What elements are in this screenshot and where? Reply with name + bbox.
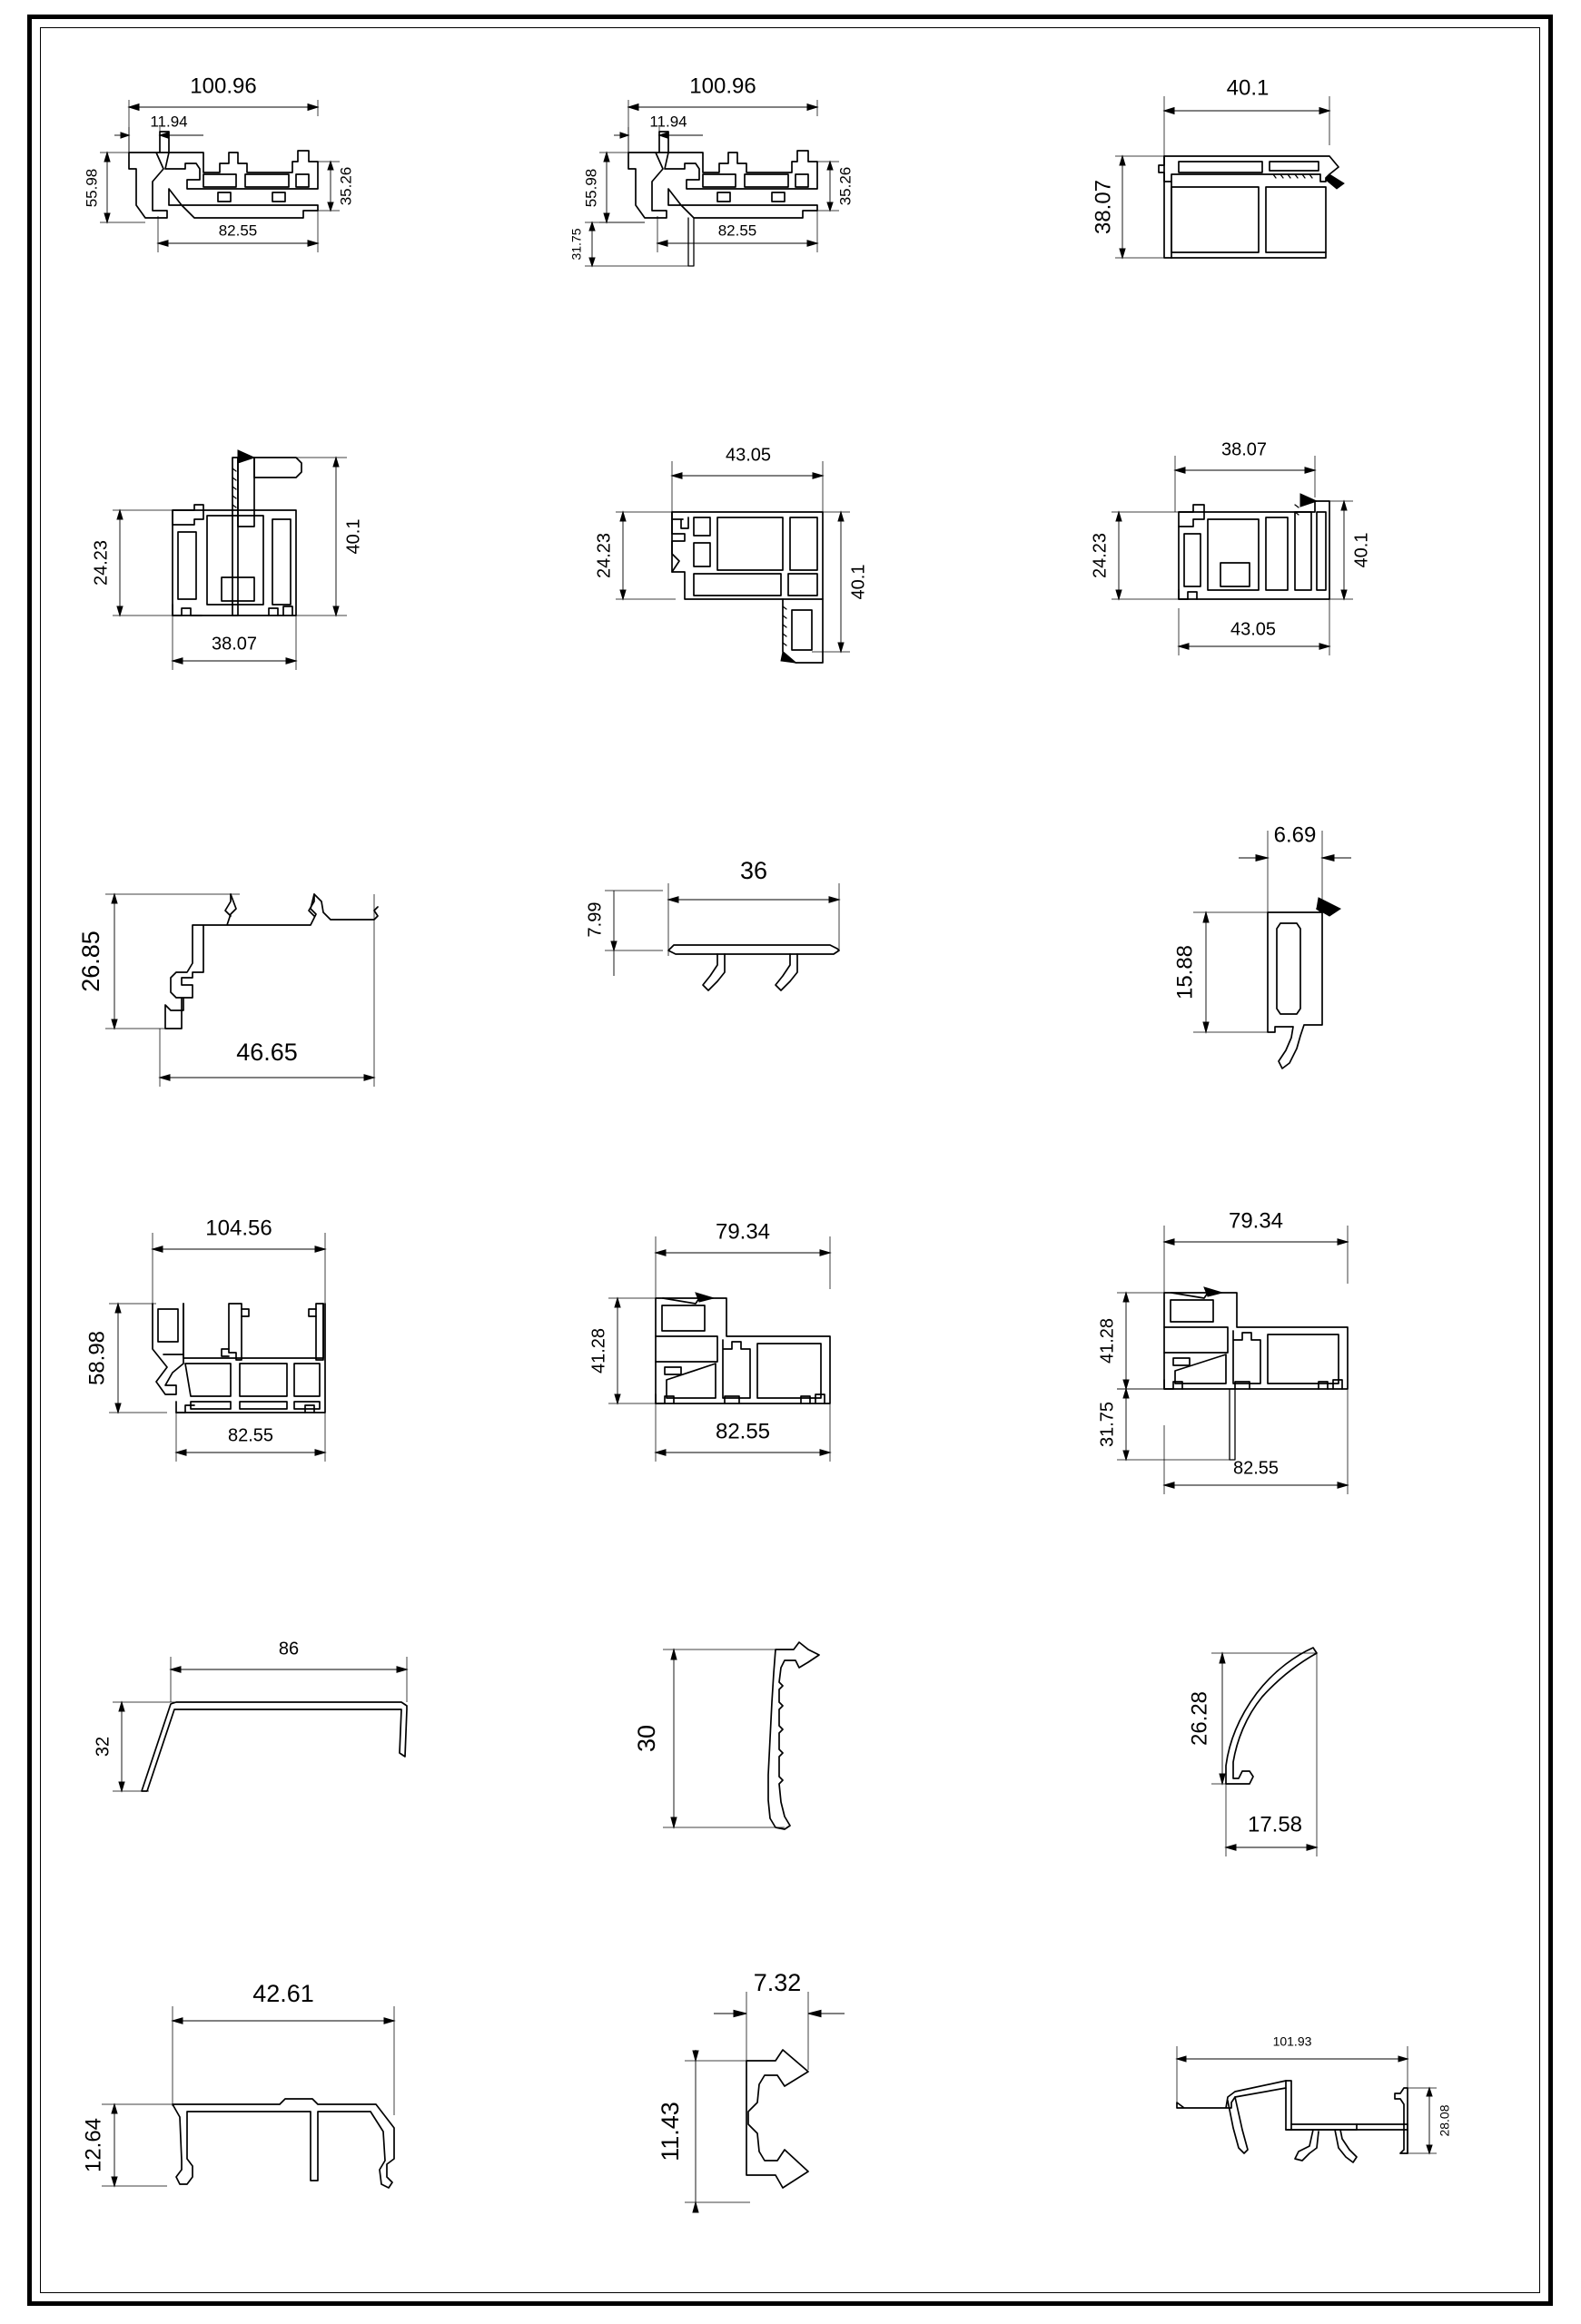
profile-outline: [667, 944, 840, 991]
dim-label: 82.55: [718, 222, 757, 239]
dim-label: 42.61: [252, 1980, 314, 2007]
profile-cell-p04[interactable]: 24.23 40.1 38.07: [58, 418, 530, 763]
profile-outline: [1178, 493, 1330, 600]
profile-cell-p15[interactable]: 26.28 17.58: [1057, 1602, 1529, 1947]
profile-cell-p08[interactable]: 7.99 36: [558, 803, 1030, 1148]
profile-outline: [164, 893, 379, 1029]
dim-label: 43.05: [726, 445, 771, 465]
dim-label: 38.07: [212, 634, 257, 654]
profile-outline: [1267, 897, 1341, 1069]
dim-label: 86: [279, 1639, 299, 1659]
profile-cell-p07[interactable]: 26.85 46.65: [58, 803, 530, 1148]
dim-label: 24.23: [594, 533, 614, 578]
dim-label: 26.85: [77, 931, 104, 992]
profile-outline: [1176, 2080, 1408, 2163]
dim-label: 46.65: [236, 1039, 298, 1066]
dim-label: 7.99: [585, 902, 605, 938]
dim-label: 12.64: [81, 2118, 105, 2172]
dim-label: 11.43: [657, 2102, 684, 2162]
dim-label: 17.58: [1248, 1812, 1302, 1837]
profile-cell-p10[interactable]: 104.56 58.98 82.55: [58, 1189, 530, 1552]
dim-label: 43.05: [1230, 619, 1276, 639]
dim-label: 35.26: [337, 167, 354, 206]
dim-label: 100.96: [190, 74, 256, 98]
dim-label: 40.1: [1227, 75, 1270, 100]
dim-label: 82.55: [219, 222, 258, 239]
profile-cell-p12[interactable]: 79.34 41.28 31.75 82.55: [1057, 1189, 1529, 1552]
dim-label: 82.55: [228, 1425, 273, 1445]
profile-cell-p14[interactable]: 30: [558, 1602, 1030, 1947]
dim-label: 38.07: [1221, 439, 1267, 459]
dim-label: 7.32: [754, 1969, 802, 1996]
dim-label: 28.08: [1438, 2104, 1452, 2136]
profile-cell-p18[interactable]: 101.93 28.08: [1057, 1943, 1529, 2288]
dim-label: 82.55: [716, 1419, 770, 1443]
dim-label: 55.98: [83, 169, 100, 208]
profile-outline: [671, 511, 824, 664]
profile-outline: [1158, 155, 1345, 259]
dim-label: 101.93: [1273, 2034, 1312, 2049]
dim-label: 55.98: [582, 169, 599, 208]
dim-label: 26.28: [1187, 1691, 1211, 1746]
dim-label: 41.28: [1097, 1318, 1117, 1364]
sheet-border-outer: [27, 15, 1553, 2306]
dim-label: 38.07: [1091, 180, 1115, 234]
profile-outline: [141, 1701, 408, 1792]
dim-label: 40.1: [1351, 533, 1371, 568]
sheet-border-inner: [40, 27, 1540, 2293]
profile-cell-p17[interactable]: 7.32 11.43: [558, 1943, 1030, 2288]
dim-label: 41.28: [588, 1328, 608, 1374]
profile-outline: [172, 449, 302, 616]
profile-outline: [627, 131, 818, 267]
dim-label: 40.1: [848, 565, 868, 600]
profile-outline: [746, 2049, 809, 2189]
profile-outline: [152, 1303, 326, 1413]
profile-cell-p03[interactable]: 40.1 38.07: [1057, 36, 1529, 390]
dim-label: 31.75: [1097, 1402, 1117, 1447]
profile-outline: [1163, 1286, 1349, 1461]
profile-cell-p02[interactable]: 100.96 11.94 55.98 3: [558, 36, 1030, 390]
dim-label: 104.56: [205, 1216, 272, 1240]
profile-cell-p16[interactable]: 42.61 12.64: [58, 1943, 530, 2288]
dim-label: 11.94: [150, 113, 187, 130]
dim-label: 15.88: [1172, 945, 1197, 1000]
dim-label: 31.75: [569, 228, 584, 260]
dim-label: 40.1: [343, 519, 363, 555]
dim-label: 30: [633, 1725, 660, 1752]
profile-outline: [767, 1641, 820, 1830]
profile-cell-p06[interactable]: 38.07 24.23 40.1 43.05: [1057, 418, 1529, 763]
profile-cell-p09[interactable]: 6.69 15.88: [1057, 803, 1529, 1148]
dim-label: 82.55: [1233, 1458, 1279, 1478]
dim-label: 6.69: [1274, 822, 1317, 847]
profile-cell-p13[interactable]: 86 32: [58, 1602, 530, 1947]
dim-label: 24.23: [1090, 533, 1110, 578]
profile-outline: [172, 2098, 395, 2189]
profile-outline: [655, 1292, 831, 1404]
profile-outline: [1225, 1647, 1318, 1785]
dim-label: 35.26: [836, 167, 854, 206]
dim-label: 24.23: [91, 540, 111, 586]
profile-cell-p05[interactable]: 43.05 24.23 40.1: [558, 418, 1030, 763]
profile-outline: [128, 131, 319, 219]
profile-grid: 100.96 11.94 55.98: [40, 27, 1540, 2293]
dim-label: 58.98: [84, 1331, 109, 1385]
dim-label: 36: [740, 857, 767, 884]
profile-cell-p11[interactable]: 79.34 41.28 82.55: [558, 1189, 1030, 1552]
dim-label: 79.34: [716, 1219, 770, 1244]
dim-label: 32: [93, 1737, 113, 1757]
profile-cell-p01[interactable]: 100.96 11.94 55.98: [58, 36, 530, 390]
dim-label: 100.96: [689, 74, 756, 98]
dim-label: 79.34: [1229, 1208, 1283, 1233]
dim-label: 11.94: [649, 113, 687, 130]
